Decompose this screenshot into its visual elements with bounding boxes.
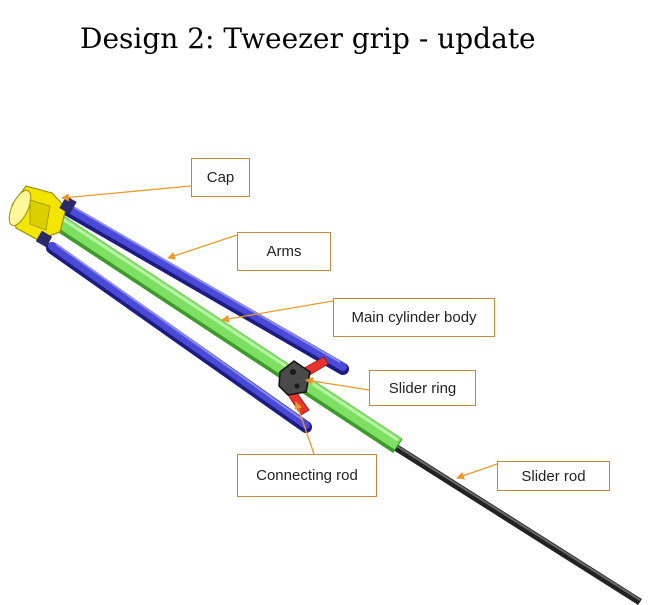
callout-cap — [61, 185, 192, 202]
callout-slider-ring — [305, 377, 370, 391]
slider-ring — [278, 360, 311, 396]
label-main-cylinder-body: Main cylinder body — [333, 298, 495, 337]
upper-arm — [60, 203, 349, 375]
slider-rod — [390, 442, 642, 605]
callout-slider-rod — [456, 463, 498, 480]
lower-arm — [46, 242, 312, 433]
cap — [8, 185, 77, 248]
diagram-title: Design 2: Tweezer grip - update — [80, 22, 536, 55]
callout-arms — [167, 234, 238, 260]
label-connecting-rod: Connecting rod — [237, 454, 377, 497]
label-cap: Cap — [191, 158, 250, 197]
main-cylinder-body — [53, 214, 403, 454]
label-arms: Arms — [237, 232, 331, 271]
callout-connecting-rod — [294, 401, 315, 455]
callout-main-body — [221, 300, 334, 323]
label-slider-rod: Slider rod — [497, 461, 610, 491]
label-slider-ring: Slider ring — [369, 370, 476, 406]
